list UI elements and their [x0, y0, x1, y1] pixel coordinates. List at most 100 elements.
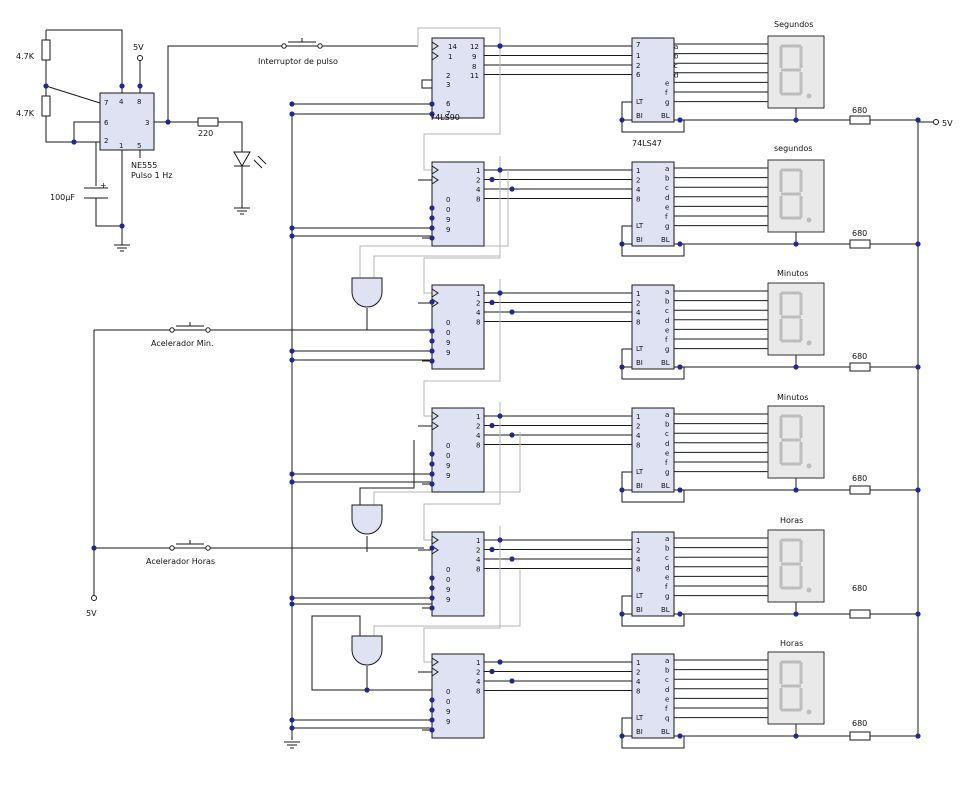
- seven-segment-display-6: [767, 651, 825, 725]
- junction-dot: [91, 545, 97, 551]
- dec3-out-5: f: [665, 336, 668, 344]
- junction-dot: [793, 611, 799, 617]
- dec1-in-7: 7: [636, 41, 640, 49]
- dec3-out-0: a: [665, 288, 669, 296]
- junction-dot: [429, 328, 435, 334]
- switch-pulse-label: Interruptor de pulso: [258, 57, 338, 66]
- wire: [95, 198, 122, 227]
- junction-dot: [289, 601, 295, 607]
- dec1-in-2: 2: [636, 62, 640, 70]
- wire: [373, 570, 521, 636]
- timer-pin-2: 2: [104, 137, 108, 145]
- junction-dot: [429, 215, 435, 221]
- display-resistor-4: [849, 485, 871, 495]
- junction-dot: [119, 223, 125, 229]
- timer-pin-4: 4: [119, 98, 124, 106]
- decoder-chip-2: [631, 161, 675, 247]
- dec5-out-4: e: [665, 573, 669, 581]
- junction-dot: [619, 117, 625, 123]
- cnt2-ctrl-0: 0: [446, 196, 450, 204]
- junction-dot: [289, 357, 295, 363]
- junction-dot: [429, 575, 435, 581]
- junction-dot: [509, 309, 515, 315]
- cnt4-out-1: 2: [476, 423, 480, 431]
- timer-pin-7: 7: [104, 99, 108, 107]
- counter-chip-2: [431, 161, 485, 247]
- junction-dot: [677, 364, 683, 370]
- junction-dot: [497, 659, 503, 665]
- junction-dot: [497, 413, 503, 419]
- junction-dot: [793, 364, 799, 370]
- vcc-terminal-icon: [933, 119, 939, 125]
- dec1-out-4: e: [665, 79, 669, 87]
- dec4-in-2: 4: [636, 432, 641, 440]
- segment-icon: [779, 414, 803, 466]
- segment-icon: [779, 660, 803, 712]
- cnt1-out-12: 12: [470, 43, 479, 51]
- junction-dot: [429, 707, 435, 713]
- cnt5-out-1: 2: [476, 547, 480, 555]
- dec3-in-2: 4: [636, 309, 641, 317]
- switch-hours-icon: [205, 545, 211, 551]
- cnt3-ctrl-0: 0: [446, 319, 450, 327]
- cnt4-out-2: 4: [476, 432, 481, 440]
- counter-chip-5: [431, 531, 485, 617]
- resistor-r1: [41, 39, 51, 61]
- dec1-out-6: g: [665, 99, 669, 107]
- wire: [167, 45, 283, 122]
- dec1-out-0: a: [674, 43, 678, 51]
- junction-dot: [289, 479, 295, 485]
- junction-dot: [793, 487, 799, 493]
- capacitor-plus: +: [100, 181, 107, 190]
- cnt1-pin-7: 7: [446, 110, 450, 118]
- clock-input-icon: [431, 165, 439, 175]
- display-1-title: Segundos: [774, 20, 813, 29]
- labels: 4.7K 4.7K 5V NE555 Pulso 1 Hz 7 4 8 6 3 …: [16, 20, 953, 736]
- segment-icon: [779, 538, 803, 590]
- dec5-out-6: g: [665, 593, 669, 601]
- led-light-icon: [253, 159, 263, 169]
- cnt1-out-8: 8: [472, 63, 476, 71]
- junction-dot: [677, 733, 683, 739]
- seven-segment-display-2: [767, 159, 825, 233]
- dec6-in-1: 2: [636, 669, 640, 677]
- clock-input-icon: [431, 41, 439, 51]
- cnt3-ctrl-2: 9: [446, 339, 450, 347]
- junction-dot: [509, 186, 515, 192]
- vcc-left-label: 5V: [86, 609, 97, 618]
- dec1-bl: BL: [661, 112, 670, 120]
- dec1-in-1: 1: [636, 52, 640, 60]
- junction-dot: [364, 687, 370, 693]
- cnt4-ctrl-1: 0: [446, 452, 450, 460]
- wire: [423, 279, 501, 417]
- junction-dot: [289, 233, 295, 239]
- junction-dot: [915, 733, 921, 739]
- dec5-bi: BI: [636, 606, 643, 614]
- cnt2-ctrl-1: 0: [446, 206, 450, 214]
- cnt4-ctrl-2: 9: [446, 462, 450, 470]
- clock-input-icon: [431, 657, 439, 667]
- display-6-title: Horas: [780, 639, 803, 648]
- junction-dot: [429, 338, 435, 344]
- timer-chip-sub: Pulso 1 Hz: [131, 171, 172, 180]
- junction-dot: [429, 717, 435, 723]
- dec5-out-3: d: [665, 564, 669, 572]
- counter-label: 74LS90: [430, 113, 460, 122]
- dec3-lt: LT: [636, 345, 644, 353]
- dec1-out-2: c: [674, 62, 678, 70]
- dec5-out-1: b: [665, 545, 670, 553]
- decimal-point-icon: [806, 463, 812, 469]
- dec2-out-2: c: [665, 184, 669, 192]
- dec5-lt: LT: [636, 592, 644, 600]
- junction-dot: [915, 117, 921, 123]
- junction-dot: [289, 595, 295, 601]
- junction-dot: [619, 611, 625, 617]
- cnt2-out-2: 4: [476, 186, 481, 194]
- wire: [421, 79, 432, 89]
- dec5-bl: BL: [661, 606, 670, 614]
- display-resistor-5: [849, 609, 871, 619]
- dec4-lt: LT: [636, 468, 644, 476]
- cnt5-ctrl-0: 0: [446, 566, 450, 574]
- counter-chip-4: [431, 407, 485, 493]
- dec2-out-3: d: [665, 194, 669, 202]
